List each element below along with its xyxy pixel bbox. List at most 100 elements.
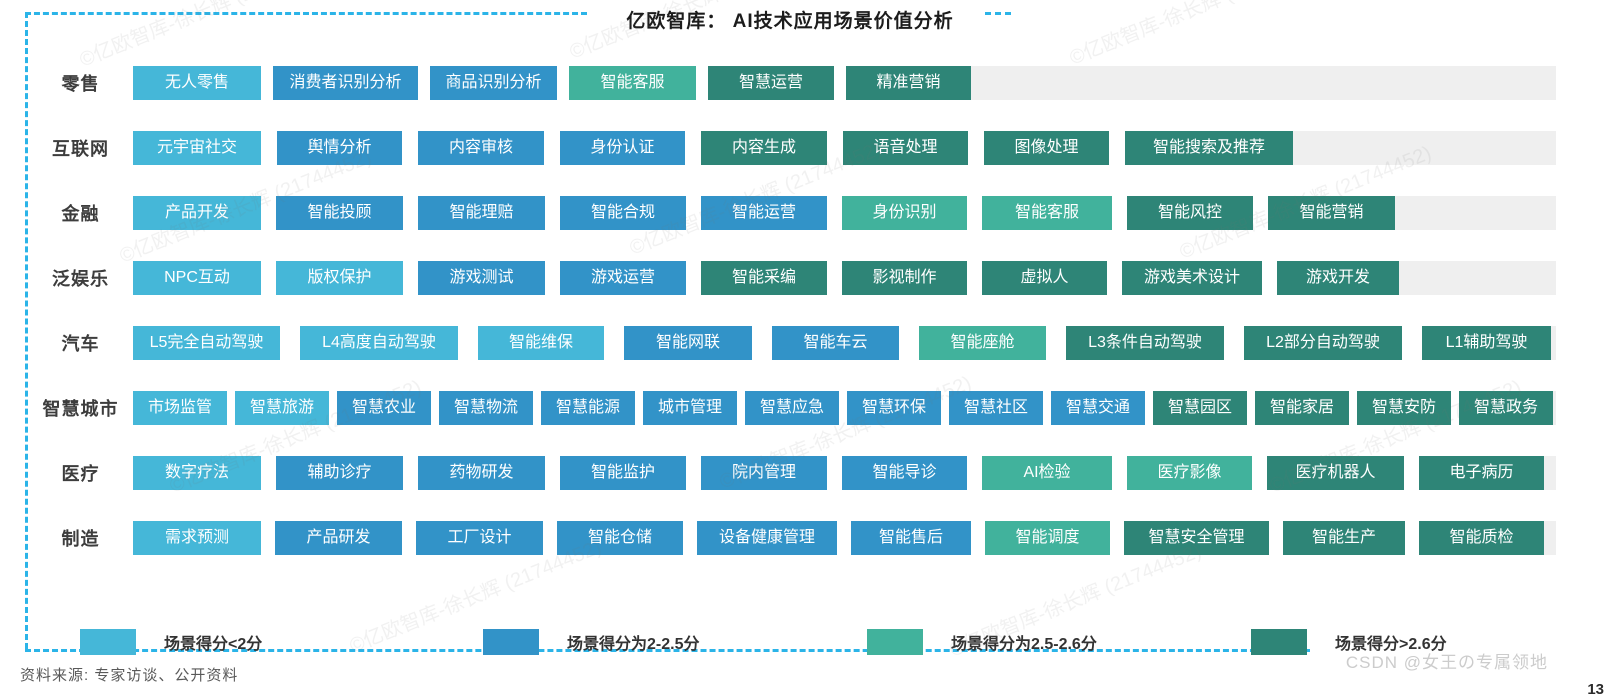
- scenario-chip: 精准营销: [846, 65, 971, 100]
- scenario-chip: 需求预测: [133, 520, 261, 555]
- scenario-chip: 虚拟人: [982, 260, 1107, 295]
- scenario-chip: 产品开发: [133, 195, 261, 230]
- scenario-chip: 内容审核: [418, 130, 544, 165]
- scenario-chip: 版权保护: [276, 260, 403, 295]
- scenario-matrix: 零售无人零售消费者识别分析商品识别分析智能客服智慧运营精准营销互联网元宇宙社交舆…: [28, 50, 1556, 570]
- row-track: 无人零售消费者识别分析商品识别分析智能客服智慧运营精准营销: [133, 65, 1556, 100]
- page-number: 13: [1587, 681, 1604, 698]
- scenario-chip: 设备健康管理: [697, 520, 837, 555]
- scenario-chip: L2部分自动驾驶: [1244, 325, 1402, 360]
- scenario-chip: L3条件自动驾驶: [1066, 325, 1224, 360]
- frame-border-top-right: [985, 12, 1011, 15]
- scenario-chip: 图像处理: [984, 130, 1109, 165]
- scenario-chip: 智能生产: [1283, 520, 1405, 555]
- row-track-filler: [971, 65, 1556, 100]
- scenario-chip: 游戏测试: [418, 260, 545, 295]
- scenario-chip: 智慧物流: [439, 390, 533, 425]
- scenario-chip: 智慧能源: [541, 390, 635, 425]
- scenario-chip: 内容生成: [701, 130, 827, 165]
- industry-row: 互联网元宇宙社交舆情分析内容审核身份认证内容生成语音处理图像处理智能搜索及推荐: [28, 115, 1556, 180]
- scenario-chip: 智能网联: [624, 325, 752, 360]
- scenario-chip: 智慧运营: [708, 65, 834, 100]
- industry-row: 泛娱乐 NPC互动版权保护游戏测试游戏运营智能采编影视制作虚拟人游戏美术设计游戏开…: [28, 245, 1556, 310]
- industry-label: 泛娱乐: [52, 268, 109, 289]
- legend-swatch: [867, 629, 923, 655]
- scenario-chip: 身份认证: [560, 130, 685, 165]
- scenario-chip: 医疗影像: [1127, 455, 1252, 490]
- scenario-chip: 智能投顾: [276, 195, 403, 230]
- legend-item: 场景得分>2.6分: [1251, 629, 1447, 655]
- legend-item: 场景得分为2-2.5分: [483, 629, 699, 655]
- scenario-chip: 药物研发: [418, 455, 545, 490]
- scenario-chip: 智能搜索及推荐: [1125, 130, 1293, 165]
- scenario-chip: 智能维保: [478, 325, 604, 360]
- scenario-chip: 舆情分析: [277, 130, 402, 165]
- scenario-chip: 工厂设计: [416, 520, 543, 555]
- csdn-watermark: CSDN @女王の专属领地: [1345, 653, 1548, 672]
- industry-label: 智慧城市: [42, 398, 119, 419]
- scenario-chip: 智慧交通: [1051, 390, 1145, 425]
- row-track-filler: [1399, 260, 1556, 295]
- scenario-chip: 智慧安防: [1357, 390, 1451, 425]
- scenario-chip: 智能采编: [701, 260, 827, 295]
- scenario-chip: 数字疗法: [133, 455, 261, 490]
- scenario-chip: 智能合规: [560, 195, 686, 230]
- scenario-chip: 智能车云: [772, 325, 899, 360]
- legend-swatch: [483, 629, 539, 655]
- scenario-chip: 智能客服: [569, 65, 696, 100]
- scenario-chip: 院内管理: [701, 455, 827, 490]
- scenario-chip: L4高度自动驾驶: [300, 325, 458, 360]
- scenario-chip: 智慧园区: [1153, 390, 1247, 425]
- row-track: 产品开发智能投顾智能理赔智能合规智能运营身份识别智能客服智能风控智能营销: [133, 195, 1556, 230]
- frame-border-top: [25, 12, 587, 15]
- industry-row: 金融产品开发智能投顾智能理赔智能合规智能运营身份识别智能客服智能风控智能营销: [28, 180, 1556, 245]
- scenario-chip: 游戏开发: [1277, 260, 1399, 295]
- scenario-chip: 电子病历: [1419, 455, 1544, 490]
- scenario-chip: 智能理赔: [418, 195, 545, 230]
- scenario-chip: AI检验: [982, 455, 1112, 490]
- scenario-chip: 智能客服: [982, 195, 1112, 230]
- legend-label: 场景得分为2.5-2.6分: [951, 636, 1097, 653]
- scenario-chip: L1辅助驾驶: [1422, 325, 1551, 360]
- frame-border-left: [25, 12, 28, 649]
- industry-label: 汽车: [61, 333, 100, 354]
- score-legend: 场景得分<2分 场景得分为2-2.5分 场景得分为2.5-2.6分 场景得分>2.6分: [0, 629, 1606, 659]
- scenario-chip: 市场监管: [133, 390, 227, 425]
- row-track: NPC互动版权保护游戏测试游戏运营智能采编影视制作虚拟人游戏美术设计游戏开发: [133, 260, 1556, 295]
- scenario-chip: 智慧政务: [1459, 390, 1553, 425]
- row-track-filler: [1551, 325, 1556, 360]
- legend-item: 场景得分<2分: [80, 629, 262, 655]
- scenario-chip: 游戏运营: [560, 260, 686, 295]
- scenario-chip: 智能售后: [851, 520, 971, 555]
- scenario-chip: 影视制作: [842, 260, 967, 295]
- source-note: 资料来源: 专家访谈、公开资料: [20, 667, 239, 684]
- scenario-chip: 消费者识别分析: [273, 65, 418, 100]
- scenario-chip: 产品研发: [275, 520, 402, 555]
- scenario-chip: 智能座舱: [919, 325, 1046, 360]
- page-title: 亿欧智库： AI技术应用场景价值分析: [626, 11, 954, 32]
- scenario-chip: 智能质检: [1419, 520, 1544, 555]
- scenario-chip: 无人零售: [133, 65, 261, 100]
- row-track: 需求预测产品研发工厂设计智能仓储设备健康管理智能售后智能调度智慧安全管理智能生产…: [133, 520, 1556, 555]
- scenario-chip: 辅助诊疗: [276, 455, 403, 490]
- legend-item: 场景得分为2.5-2.6分: [867, 629, 1097, 655]
- row-track-filler: [1544, 455, 1556, 490]
- scenario-chip: 智能仓储: [557, 520, 683, 555]
- row-track: 市场监管智慧旅游智慧农业智慧物流智慧能源城市管理智慧应急智慧环保智慧社区智慧交通…: [133, 390, 1556, 425]
- scenario-chip: 智慧环保: [847, 390, 941, 425]
- row-track-filler: [1293, 130, 1556, 165]
- scenario-chip: 智能家居: [1255, 390, 1349, 425]
- row-track-filler: [1395, 195, 1556, 230]
- scenario-chip: 智能导诊: [842, 455, 967, 490]
- scenario-chip: 智慧社区: [949, 390, 1043, 425]
- legend-label: 场景得分为2-2.5分: [567, 636, 700, 653]
- scenario-chip: 身份识别: [842, 195, 967, 230]
- scenario-chip: 智能运营: [701, 195, 827, 230]
- scenario-chip: 语音处理: [843, 130, 968, 165]
- legend-swatch: [1251, 629, 1307, 655]
- scenario-chip: 医疗机器人: [1267, 455, 1404, 490]
- row-track-filler: [1544, 520, 1556, 555]
